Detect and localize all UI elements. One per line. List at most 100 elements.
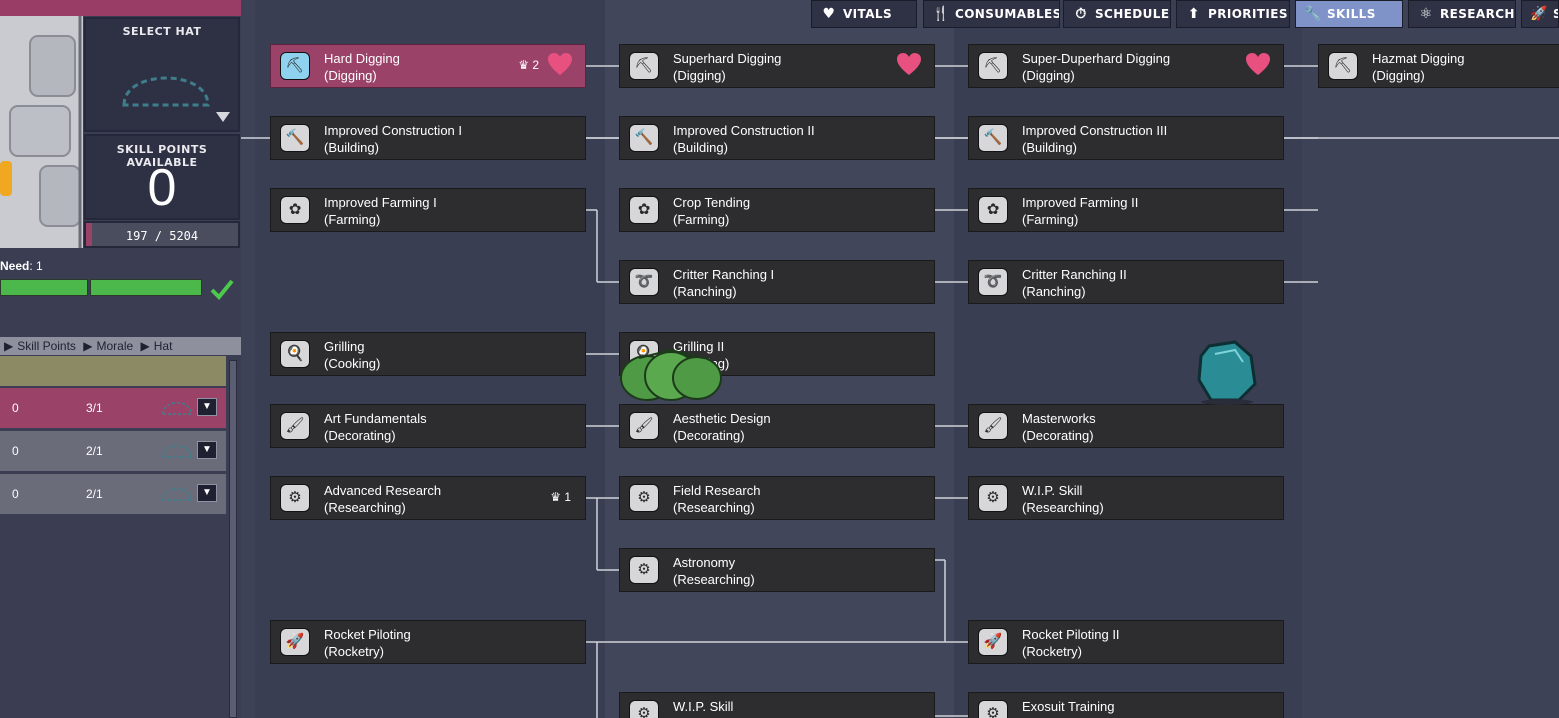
row-value-b: 2/1 — [86, 444, 103, 458]
skill-category: (Researching) — [1022, 500, 1104, 515]
heart-icon — [1246, 53, 1270, 75]
stopwatch-icon: ⏱ — [1075, 6, 1087, 22]
skill-name: Rocket Piloting II — [1022, 627, 1120, 642]
row-value-a: 0 — [12, 401, 19, 415]
skill-improved-farming-i-7[interactable]: ✿Improved Farming I(Farming) — [270, 188, 586, 232]
hat-dropdown-button[interactable]: ▼ — [197, 484, 217, 502]
tab-consumables[interactable]: 🍴CONSUMABLES — [923, 0, 1060, 28]
skill-category: (Rocketry) — [1022, 644, 1082, 659]
skill-advanced-research-17[interactable]: ⚙Advanced Research(Researching)♛ 1 — [270, 476, 586, 520]
skill-name: Superhard Digging — [673, 51, 782, 66]
skill-name: Field Research — [673, 483, 761, 498]
skill-name: Improved Farming II — [1022, 195, 1139, 210]
skill-rocket-piloting-21[interactable]: 🚀Rocket Piloting(Rocketry) — [270, 620, 586, 664]
skill-super-duperhard-digging-2[interactable]: ⛏Super-Duperhard Digging(Digging) — [968, 44, 1284, 88]
tab-skills[interactable]: 🔧SKILLS — [1295, 0, 1403, 28]
skill-category: (Decorating) — [324, 428, 396, 443]
breadcrumb-hat[interactable]: Hat — [153, 339, 173, 353]
skill-crop-tending-8[interactable]: ✿Crop Tending(Farming) — [619, 188, 935, 232]
skill-superhard-digging-1[interactable]: ⛏ Superhard Digging (Digging) — [619, 44, 935, 88]
hat-dropdown-button[interactable]: ▼ — [197, 398, 217, 416]
skill-category: (Digging) — [673, 68, 726, 83]
hat-placeholder-icon — [122, 76, 210, 107]
skill-hard-digging-0[interactable]: ⛏Hard Digging(Digging)♛ 2 — [270, 44, 586, 88]
duplicant-panel: SELECT HAT SKILL POINTS AVAILABLE 0 197 … — [0, 0, 241, 718]
skill-category: (Digging) — [1372, 68, 1425, 83]
tab-priorities[interactable]: ⬆ PRIORITIES — [1176, 0, 1290, 28]
skill-rocket-piloting-ii-22[interactable]: 🚀Rocket Piloting II(Rocketry) — [968, 620, 1284, 664]
skill-art-fundamentals-14[interactable]: 🖌Art Fundamentals(Decorating) — [270, 404, 586, 448]
need-value: 1 — [36, 259, 43, 273]
tab-s[interactable]: 🚀S — [1521, 0, 1559, 28]
hat-dropdown-button[interactable]: ▼ — [197, 441, 217, 459]
skill-icon: 🔨 — [978, 124, 1008, 152]
skill-w-i-p-skill-23[interactable]: ⚙W.I.P. Skill(Suit Wearing) — [619, 692, 935, 718]
minion-row[interactable]: 0 3/1 ▼ — [0, 388, 226, 428]
skill-improved-farming-ii-9[interactable]: ✿Improved Farming II(Farming) — [968, 188, 1284, 232]
skill-name: Crop Tending — [673, 195, 751, 210]
skill-icon: ⛏ — [978, 52, 1008, 80]
skill-name: Rocket Piloting — [324, 627, 411, 642]
checkmark-icon — [210, 279, 234, 300]
skill-name: Hazmat Digging — [1372, 51, 1465, 66]
chevron-down-icon[interactable] — [216, 112, 230, 122]
skill-category: (Researching) — [324, 500, 406, 515]
skill-masterworks-16[interactable]: 🖌Masterworks(Decorating) — [968, 404, 1284, 448]
crown-icon: ♛ — [518, 58, 529, 72]
skill-icon: ⛏ — [1328, 52, 1358, 80]
tab-vitals[interactable]: ♥VITALS — [811, 0, 917, 28]
row-value-a: 0 — [12, 487, 19, 501]
priorities-icon: ⬆ — [1187, 6, 1201, 22]
skill-grilling-12[interactable]: 🍳Grilling(Cooking) — [270, 332, 586, 376]
skill-aesthetic-design-15[interactable]: 🖌Aesthetic Design(Decorating) — [619, 404, 935, 448]
skill-icon: 🖌 — [280, 412, 310, 440]
skill-icon: ⛏ — [629, 52, 659, 80]
skill-hazmat-digging-3[interactable]: ⛏ Hazmat Digging (Digging) — [1318, 44, 1559, 88]
skill-critter-ranching-i-10[interactable]: ➰Critter Ranching I(Ranching) — [619, 260, 935, 304]
skill-astronomy-20[interactable]: ⚙Astronomy(Researching) — [619, 548, 935, 592]
skill-field-research-18[interactable]: ⚙Field Research(Researching) — [619, 476, 935, 520]
breadcrumb-skill-points[interactable]: Skill Points — [17, 339, 76, 353]
skill-name: Improved Farming I — [324, 195, 437, 210]
tab-schedule[interactable]: ⏱SCHEDULE — [1063, 0, 1171, 28]
skill-points-value: 0 — [147, 159, 177, 217]
skill-icon: ✿ — [280, 196, 310, 224]
skill-w-i-p-skill-19[interactable]: ⚙W.I.P. Skill(Researching) — [968, 476, 1284, 520]
tab-label: PRIORITIES — [1208, 7, 1288, 21]
need-bar-1 — [0, 279, 88, 296]
skill-tree: ⛏Hard Digging(Digging)♛ 2 ⛏ Superhard Digg… — [241, 0, 1559, 718]
skill-exosuit-training-24[interactable]: ⚙Exosuit Training(Suit Wearing) — [968, 692, 1284, 718]
skill-name: Masterworks — [1022, 411, 1096, 426]
skill-icon: ✿ — [629, 196, 659, 224]
skill-category: (Building) — [1022, 140, 1077, 155]
skill-name: Critter Ranching II — [1022, 267, 1127, 282]
skill-category: (Researching) — [673, 500, 755, 515]
skill-improved-construction-ii-5[interactable]: 🔨Improved Construction II(Building) — [619, 116, 935, 160]
skill-icon: ⚙ — [978, 484, 1008, 512]
atom-icon: ⚛ — [1419, 6, 1433, 22]
skill-improved-construction-i-4[interactable]: 🔨Improved Construction I(Building) — [270, 116, 586, 160]
skill-name: Grilling II — [673, 339, 725, 354]
skill-critter-ranching-ii-11[interactable]: ➰Critter Ranching II(Ranching) — [968, 260, 1284, 304]
tab-research[interactable]: ⚛RESEARCH — [1408, 0, 1516, 28]
select-hat-box[interactable]: SELECT HAT — [84, 17, 240, 132]
skill-icon: 🖌 — [978, 412, 1008, 440]
skill-name: Advanced Research — [324, 483, 442, 498]
hat-outline-icon — [162, 402, 192, 415]
skill-icon: 🔨 — [280, 124, 310, 152]
mastery-count: ♛ 1 — [550, 490, 571, 504]
scrollbar[interactable] — [229, 360, 237, 718]
row-value-b: 3/1 — [86, 401, 103, 415]
experience-fill — [86, 223, 92, 246]
skill-name: Aesthetic Design — [673, 411, 771, 426]
skill-points-label: SKILL POINTS AVAILABLE — [116, 143, 208, 169]
skill-category: (Building) — [673, 140, 728, 155]
list-header — [0, 356, 226, 386]
breadcrumb-morale[interactable]: Morale — [96, 339, 134, 353]
experience-text: 197 / 5204 — [125, 229, 199, 243]
wrench-icon: 🔧 — [1304, 6, 1322, 22]
skill-icon: ✿ — [978, 196, 1008, 224]
skill-improved-construction-iii-6[interactable]: 🔨Improved Construction III(Building) — [968, 116, 1284, 160]
